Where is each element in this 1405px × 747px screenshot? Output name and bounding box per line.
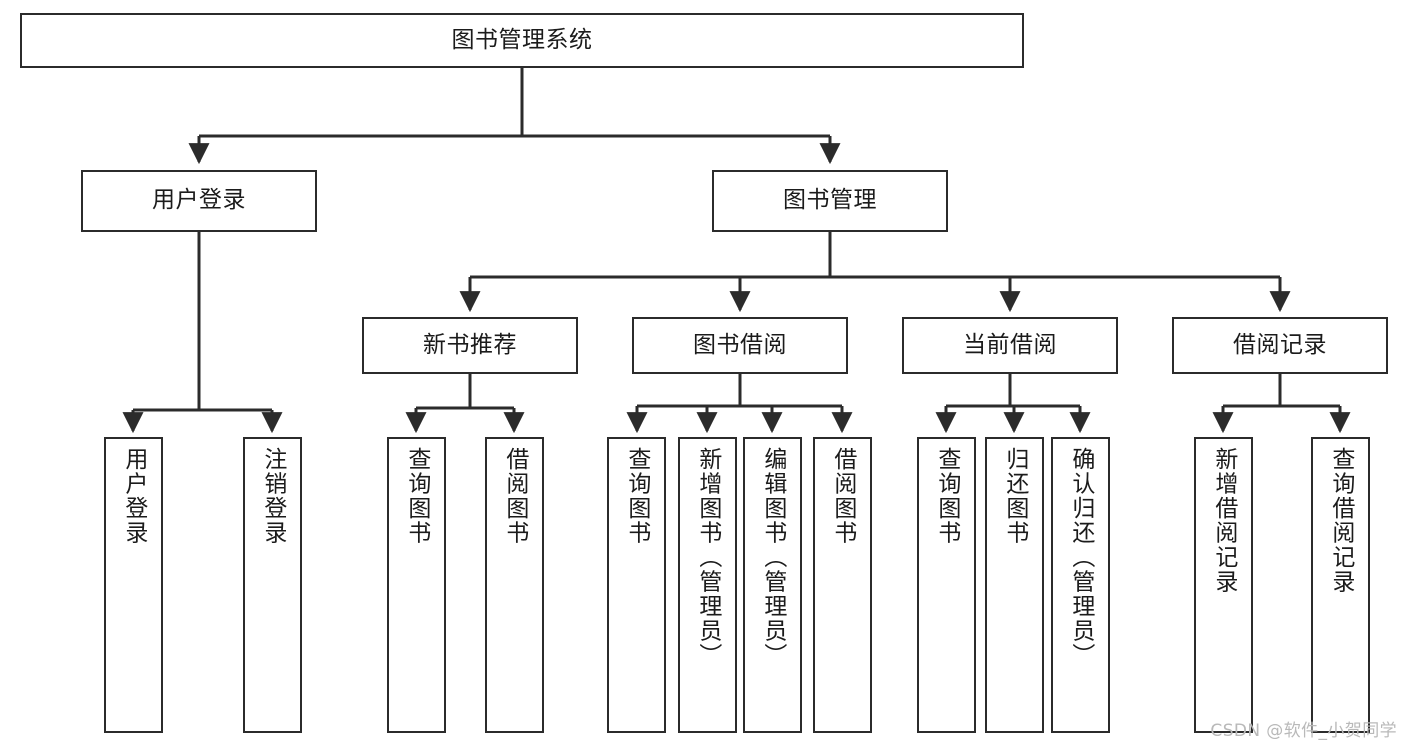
node-book-management[interactable]: 图书管理 [712,170,948,232]
node-user-login[interactable]: 用户登录 [81,170,317,232]
node-root-system[interactable]: 图书管理系统 [20,13,1024,68]
leaf-borrow-book-recommend[interactable]: 借阅图书 [485,437,544,733]
leaf-query-book-borrow[interactable]: 查询图书 [607,437,666,733]
leaf-user-login[interactable]: 用户登录 [104,437,163,733]
leaf-query-borrow-record[interactable]: 查询借阅记录 [1311,437,1370,733]
node-label: 查询图书 [403,447,430,545]
node-label: 新增图书（管理员） [694,447,721,668]
node-current-borrow[interactable]: 当前借阅 [902,317,1118,374]
node-label: 借阅图书 [501,447,528,545]
leaf-borrow-book[interactable]: 借阅图书 [813,437,872,733]
leaf-return-book[interactable]: 归还图书 [985,437,1044,733]
node-label: 借阅记录 [1233,331,1327,358]
node-label: 新增借阅记录 [1210,447,1237,594]
node-label: 新书推荐 [423,331,517,358]
leaf-confirm-return-admin[interactable]: 确认归还（管理员） [1051,437,1110,733]
node-label: 图书管理系统 [451,26,593,53]
csdn-watermark: CSDN @软件_小贺同学 [1210,721,1397,741]
node-book-borrow[interactable]: 图书借阅 [632,317,848,374]
node-label: 用户登录 [120,447,147,545]
node-label: 查询图书 [623,447,650,545]
node-label: 注销登录 [259,447,286,545]
node-new-book-recommend[interactable]: 新书推荐 [362,317,578,374]
node-label: 图书管理 [783,187,877,214]
node-label: 查询借阅记录 [1327,447,1354,594]
node-label: 确认归还（管理员） [1067,447,1094,668]
node-label: 当前借阅 [963,331,1057,358]
node-borrow-record[interactable]: 借阅记录 [1172,317,1388,374]
node-label: 借阅图书 [829,447,856,545]
leaf-edit-book-admin[interactable]: 编辑图书（管理员） [743,437,802,733]
leaf-query-book-current[interactable]: 查询图书 [917,437,976,733]
node-label: 编辑图书（管理员） [759,447,786,668]
leaf-query-book-recommend[interactable]: 查询图书 [387,437,446,733]
node-label: 图书借阅 [693,331,787,358]
leaf-add-borrow-record[interactable]: 新增借阅记录 [1194,437,1253,733]
leaf-add-book-admin[interactable]: 新增图书（管理员） [678,437,737,733]
leaf-logout-login[interactable]: 注销登录 [243,437,302,733]
node-label: 用户登录 [152,187,246,214]
node-label: 查询图书 [933,447,960,545]
node-label: 归还图书 [1001,447,1028,545]
